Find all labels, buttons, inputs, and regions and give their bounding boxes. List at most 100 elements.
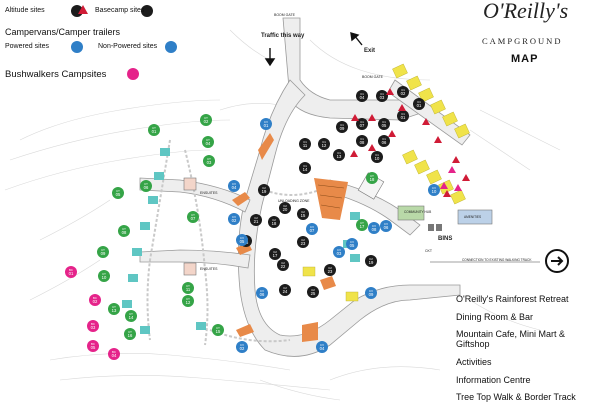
alert-triangle-icon — [443, 190, 451, 197]
altitude-site-number: 20 — [283, 207, 288, 212]
altitude-site-marker[interactable] — [397, 86, 409, 98]
destination-item[interactable]: Dining Room & Bar — [456, 312, 534, 322]
altitude-site-marker[interactable] — [378, 118, 390, 130]
walking-paths — [146, 139, 321, 346]
altitude-site-marker[interactable] — [356, 90, 368, 102]
nonpowered-site-number: 08 — [122, 230, 127, 235]
altitude-site-code: C1 — [382, 137, 386, 141]
nonpowered-site-code: CT — [186, 297, 190, 301]
altitude-site-marker[interactable] — [356, 135, 368, 147]
nonpowered-site-marker[interactable] — [140, 180, 152, 192]
altitude-site-marker[interactable] — [371, 151, 383, 163]
destination-item[interactable]: Tree Top Walk & Border Track — [456, 392, 576, 402]
powered-site-marker[interactable] — [333, 246, 345, 258]
altitude-site-marker[interactable] — [297, 208, 309, 220]
nonpowered-site-marker[interactable] — [212, 324, 224, 336]
legend-powered-icon — [71, 41, 83, 53]
altitude-site-number: 14 — [303, 167, 308, 172]
altitude-site-marker[interactable] — [307, 286, 319, 298]
bushwalker-site-marker[interactable] — [108, 348, 120, 360]
bushwalker-site-marker[interactable] — [87, 340, 99, 352]
nonpowered-site-code: CT — [360, 221, 364, 225]
nonpowered-site-number: 11 — [186, 287, 191, 292]
map-label-bins: BINS — [438, 236, 452, 242]
destination-item[interactable]: O'Reilly's Rainforest Retreat — [456, 294, 569, 304]
altitude-site-marker[interactable] — [258, 184, 270, 196]
altitude-site-marker[interactable] — [279, 284, 291, 296]
nonpowered-site-number: 09 — [101, 251, 106, 256]
nonpowered-site-marker[interactable] — [125, 310, 137, 322]
powered-site-marker[interactable] — [380, 220, 392, 232]
altitude-site-marker[interactable] — [268, 216, 280, 228]
altitude-site-marker[interactable] — [376, 90, 388, 102]
map-title: MAP — [511, 53, 539, 65]
logo-subtitle: CAMPGROUND — [482, 36, 563, 46]
altitude-site-marker[interactable] — [279, 202, 291, 214]
nonpowered-site-marker[interactable] — [182, 295, 194, 307]
altitude-site-marker[interactable] — [250, 214, 262, 226]
legend-bushwalkers-label: Bushwalkers Campsites — [5, 69, 107, 80]
powered-site-marker[interactable] — [236, 341, 248, 353]
nonpowered-site-marker[interactable] — [202, 136, 214, 148]
altitude-site-marker[interactable] — [336, 121, 348, 133]
powered-site-marker[interactable] — [368, 222, 380, 234]
powered-site-code: CV — [337, 248, 341, 252]
destination-item[interactable]: Information Centre — [456, 375, 531, 385]
altitude-site-marker[interactable] — [397, 110, 409, 122]
bushwalker-site-marker[interactable] — [89, 294, 101, 306]
map-label-boom-gate-top: BOOM GATE — [274, 13, 296, 17]
destination-item[interactable]: Mountain Cafe, Mini Mart & Giftshop — [456, 329, 566, 349]
altitude-site-marker[interactable] — [297, 236, 309, 248]
nonpowered-site-number: 15 — [216, 329, 221, 334]
altitude-site-marker[interactable] — [324, 264, 336, 276]
nonpowered-site-marker[interactable] — [124, 328, 136, 340]
powered-site-marker[interactable] — [346, 238, 358, 250]
powered-site-marker[interactable] — [306, 223, 318, 235]
nonpowered-site-code: CT — [129, 312, 133, 316]
powered-site-marker[interactable] — [228, 180, 240, 192]
nonpowered-site-marker[interactable] — [118, 225, 130, 237]
powered-site-code: CV — [260, 289, 264, 293]
altitude-site-marker[interactable] — [318, 138, 330, 150]
altitude-site-marker[interactable] — [333, 149, 345, 161]
powered-site-marker[interactable] — [365, 287, 377, 299]
nonpowered-site-marker[interactable] — [366, 172, 378, 184]
destination-item[interactable]: Activities — [456, 357, 492, 367]
bushwalker-site-code: BC — [91, 322, 95, 326]
bushwalker-site-marker[interactable] — [87, 320, 99, 332]
bushwalker-site-marker[interactable] — [65, 266, 77, 278]
nonpowered-site-marker[interactable] — [182, 282, 194, 294]
powered-site-marker[interactable] — [256, 287, 268, 299]
nonpowered-site-marker[interactable] — [108, 303, 120, 315]
altitude-site-marker[interactable] — [299, 162, 311, 174]
nonpowered-site-marker[interactable] — [112, 187, 124, 199]
map-label-connection: CONNECTION TO EXISTING WALKING TRACK — [462, 258, 532, 262]
nonpowered-site-marker[interactable] — [97, 246, 109, 258]
altitude-site-code: C1 — [340, 123, 344, 127]
nonpowered-site-marker[interactable] — [200, 114, 212, 126]
arrow-right-icon — [551, 256, 564, 266]
altitude-site-number: 09 — [340, 126, 345, 131]
powered-site-marker[interactable] — [316, 341, 328, 353]
powered-site-marker[interactable] — [228, 213, 240, 225]
altitude-site-marker[interactable] — [365, 255, 377, 267]
altitude-site-marker[interactable] — [277, 259, 289, 271]
altitude-site-marker[interactable] — [269, 248, 281, 260]
powered-site-marker[interactable] — [428, 184, 440, 196]
powered-site-marker[interactable] — [236, 234, 248, 246]
altitude-site-number: 07 — [360, 123, 365, 128]
altitude-site-marker[interactable] — [413, 98, 425, 110]
nonpowered-site-marker[interactable] — [187, 211, 199, 223]
nonpowered-site-marker[interactable] — [356, 219, 368, 231]
nonpowered-site-marker[interactable] — [203, 155, 215, 167]
powered-site-marker[interactable] — [260, 118, 272, 130]
nonpowered-site-marker[interactable] — [148, 124, 160, 136]
altitude-site-marker[interactable] — [299, 138, 311, 150]
altitude-site-code: C1 — [401, 112, 405, 116]
pink-marker-icon — [454, 184, 462, 191]
altitude-site-code: C2 — [281, 261, 285, 265]
walking-track-arrow-button[interactable] — [545, 249, 569, 273]
nonpowered-site-marker[interactable] — [98, 270, 110, 282]
altitude-site-marker[interactable] — [378, 135, 390, 147]
alert-triangle-icon — [350, 150, 358, 157]
